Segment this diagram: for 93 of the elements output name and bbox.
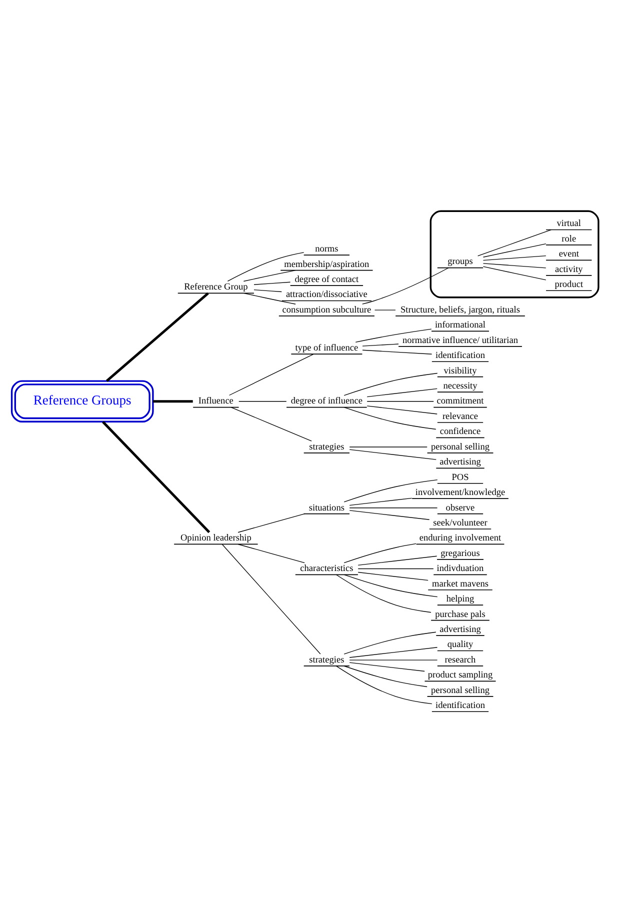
cluster xyxy=(430,210,600,298)
node-text: event xyxy=(558,250,579,260)
connector xyxy=(358,556,438,566)
node-text: virtual xyxy=(556,219,581,230)
node-text: role xyxy=(562,234,576,244)
node-text: Influence xyxy=(198,396,234,407)
node-text: visibility xyxy=(444,366,477,376)
node-text: confidence xyxy=(440,427,481,438)
node-text: groups xyxy=(448,257,473,268)
connector xyxy=(344,479,438,502)
connector xyxy=(362,344,399,346)
connector xyxy=(344,543,416,564)
node-text: indivduation xyxy=(436,564,484,574)
node-box: Reference Groups xyxy=(10,380,154,422)
connector xyxy=(362,350,432,354)
connector xyxy=(254,282,291,285)
connector xyxy=(344,372,438,396)
connector xyxy=(482,256,546,261)
node-text: observe xyxy=(446,503,475,514)
node-text: identification xyxy=(436,351,485,362)
node-text: gregarious xyxy=(440,548,480,559)
node-text: quality xyxy=(447,640,474,650)
node-text: strategies xyxy=(309,655,344,666)
connector xyxy=(349,647,438,658)
node-text: Opinion leadership xyxy=(180,534,252,544)
node-text: type of influence xyxy=(295,343,358,354)
node-text: product sampling xyxy=(428,670,493,681)
connector xyxy=(482,263,546,268)
node-text: advertising xyxy=(440,458,481,468)
connector xyxy=(477,230,552,256)
node-text: market mavens xyxy=(432,579,488,590)
connector xyxy=(230,406,312,442)
connector xyxy=(358,572,428,581)
connector xyxy=(344,406,436,430)
node-text: personal selling xyxy=(430,442,490,452)
node-text: membership/aspiration xyxy=(284,260,370,270)
node-text: enduring involvement xyxy=(419,534,502,544)
node-text: activity xyxy=(554,264,583,275)
node-text: consumption subculture xyxy=(282,305,372,316)
connector xyxy=(106,292,209,382)
node-text: product xyxy=(554,280,584,290)
node-text: commitment xyxy=(436,396,484,407)
connector xyxy=(366,401,434,402)
node-text: purchase pals xyxy=(435,610,486,620)
connector xyxy=(243,292,296,304)
connector xyxy=(222,544,321,654)
node-text: strategies xyxy=(309,442,344,452)
connector xyxy=(344,666,428,688)
connector xyxy=(362,268,449,304)
connector xyxy=(238,401,287,402)
connector xyxy=(254,289,282,292)
node-text: norms xyxy=(315,244,338,255)
node-text: necessity xyxy=(443,382,478,392)
node-text: Structure, beliefs, jargon, rituals xyxy=(400,305,520,316)
node-text: normative influence/ utilitarian xyxy=(402,336,518,346)
connector xyxy=(349,510,430,520)
node-text: informational xyxy=(434,320,486,331)
connector xyxy=(228,354,314,396)
connector xyxy=(349,449,436,460)
node-text: POS xyxy=(452,472,469,483)
connector xyxy=(482,266,546,280)
node-text: identification xyxy=(436,701,485,712)
connector xyxy=(102,420,210,534)
connector xyxy=(336,666,432,704)
connector xyxy=(336,574,432,613)
connector xyxy=(358,568,434,570)
node-text: characteristics xyxy=(300,564,354,574)
node-text: degree of contact xyxy=(294,274,359,285)
connector xyxy=(243,270,296,282)
connector xyxy=(355,328,432,343)
connector xyxy=(482,243,546,258)
node-text: advertising xyxy=(440,624,481,635)
connector xyxy=(238,544,305,564)
connector xyxy=(344,632,436,654)
connector xyxy=(366,388,438,398)
connector xyxy=(344,574,438,598)
node-text: seek/volunteer xyxy=(433,518,488,528)
connector xyxy=(349,662,425,672)
connector xyxy=(153,400,193,403)
node-text: research xyxy=(444,655,476,666)
connector xyxy=(349,446,428,448)
node-text: attraction/dissociative xyxy=(286,290,368,300)
node-text: Reference Group xyxy=(184,282,248,293)
node-text: degree of influence xyxy=(290,396,362,407)
node-text: personal selling xyxy=(430,686,490,696)
node-text: situations xyxy=(308,503,344,514)
connector xyxy=(349,498,412,506)
node-text: helping xyxy=(446,594,474,605)
node-text: involvement/knowledge xyxy=(415,488,506,498)
connector xyxy=(238,513,305,533)
connector xyxy=(227,252,304,282)
connector xyxy=(366,406,438,414)
node-text: relevance xyxy=(442,412,478,422)
